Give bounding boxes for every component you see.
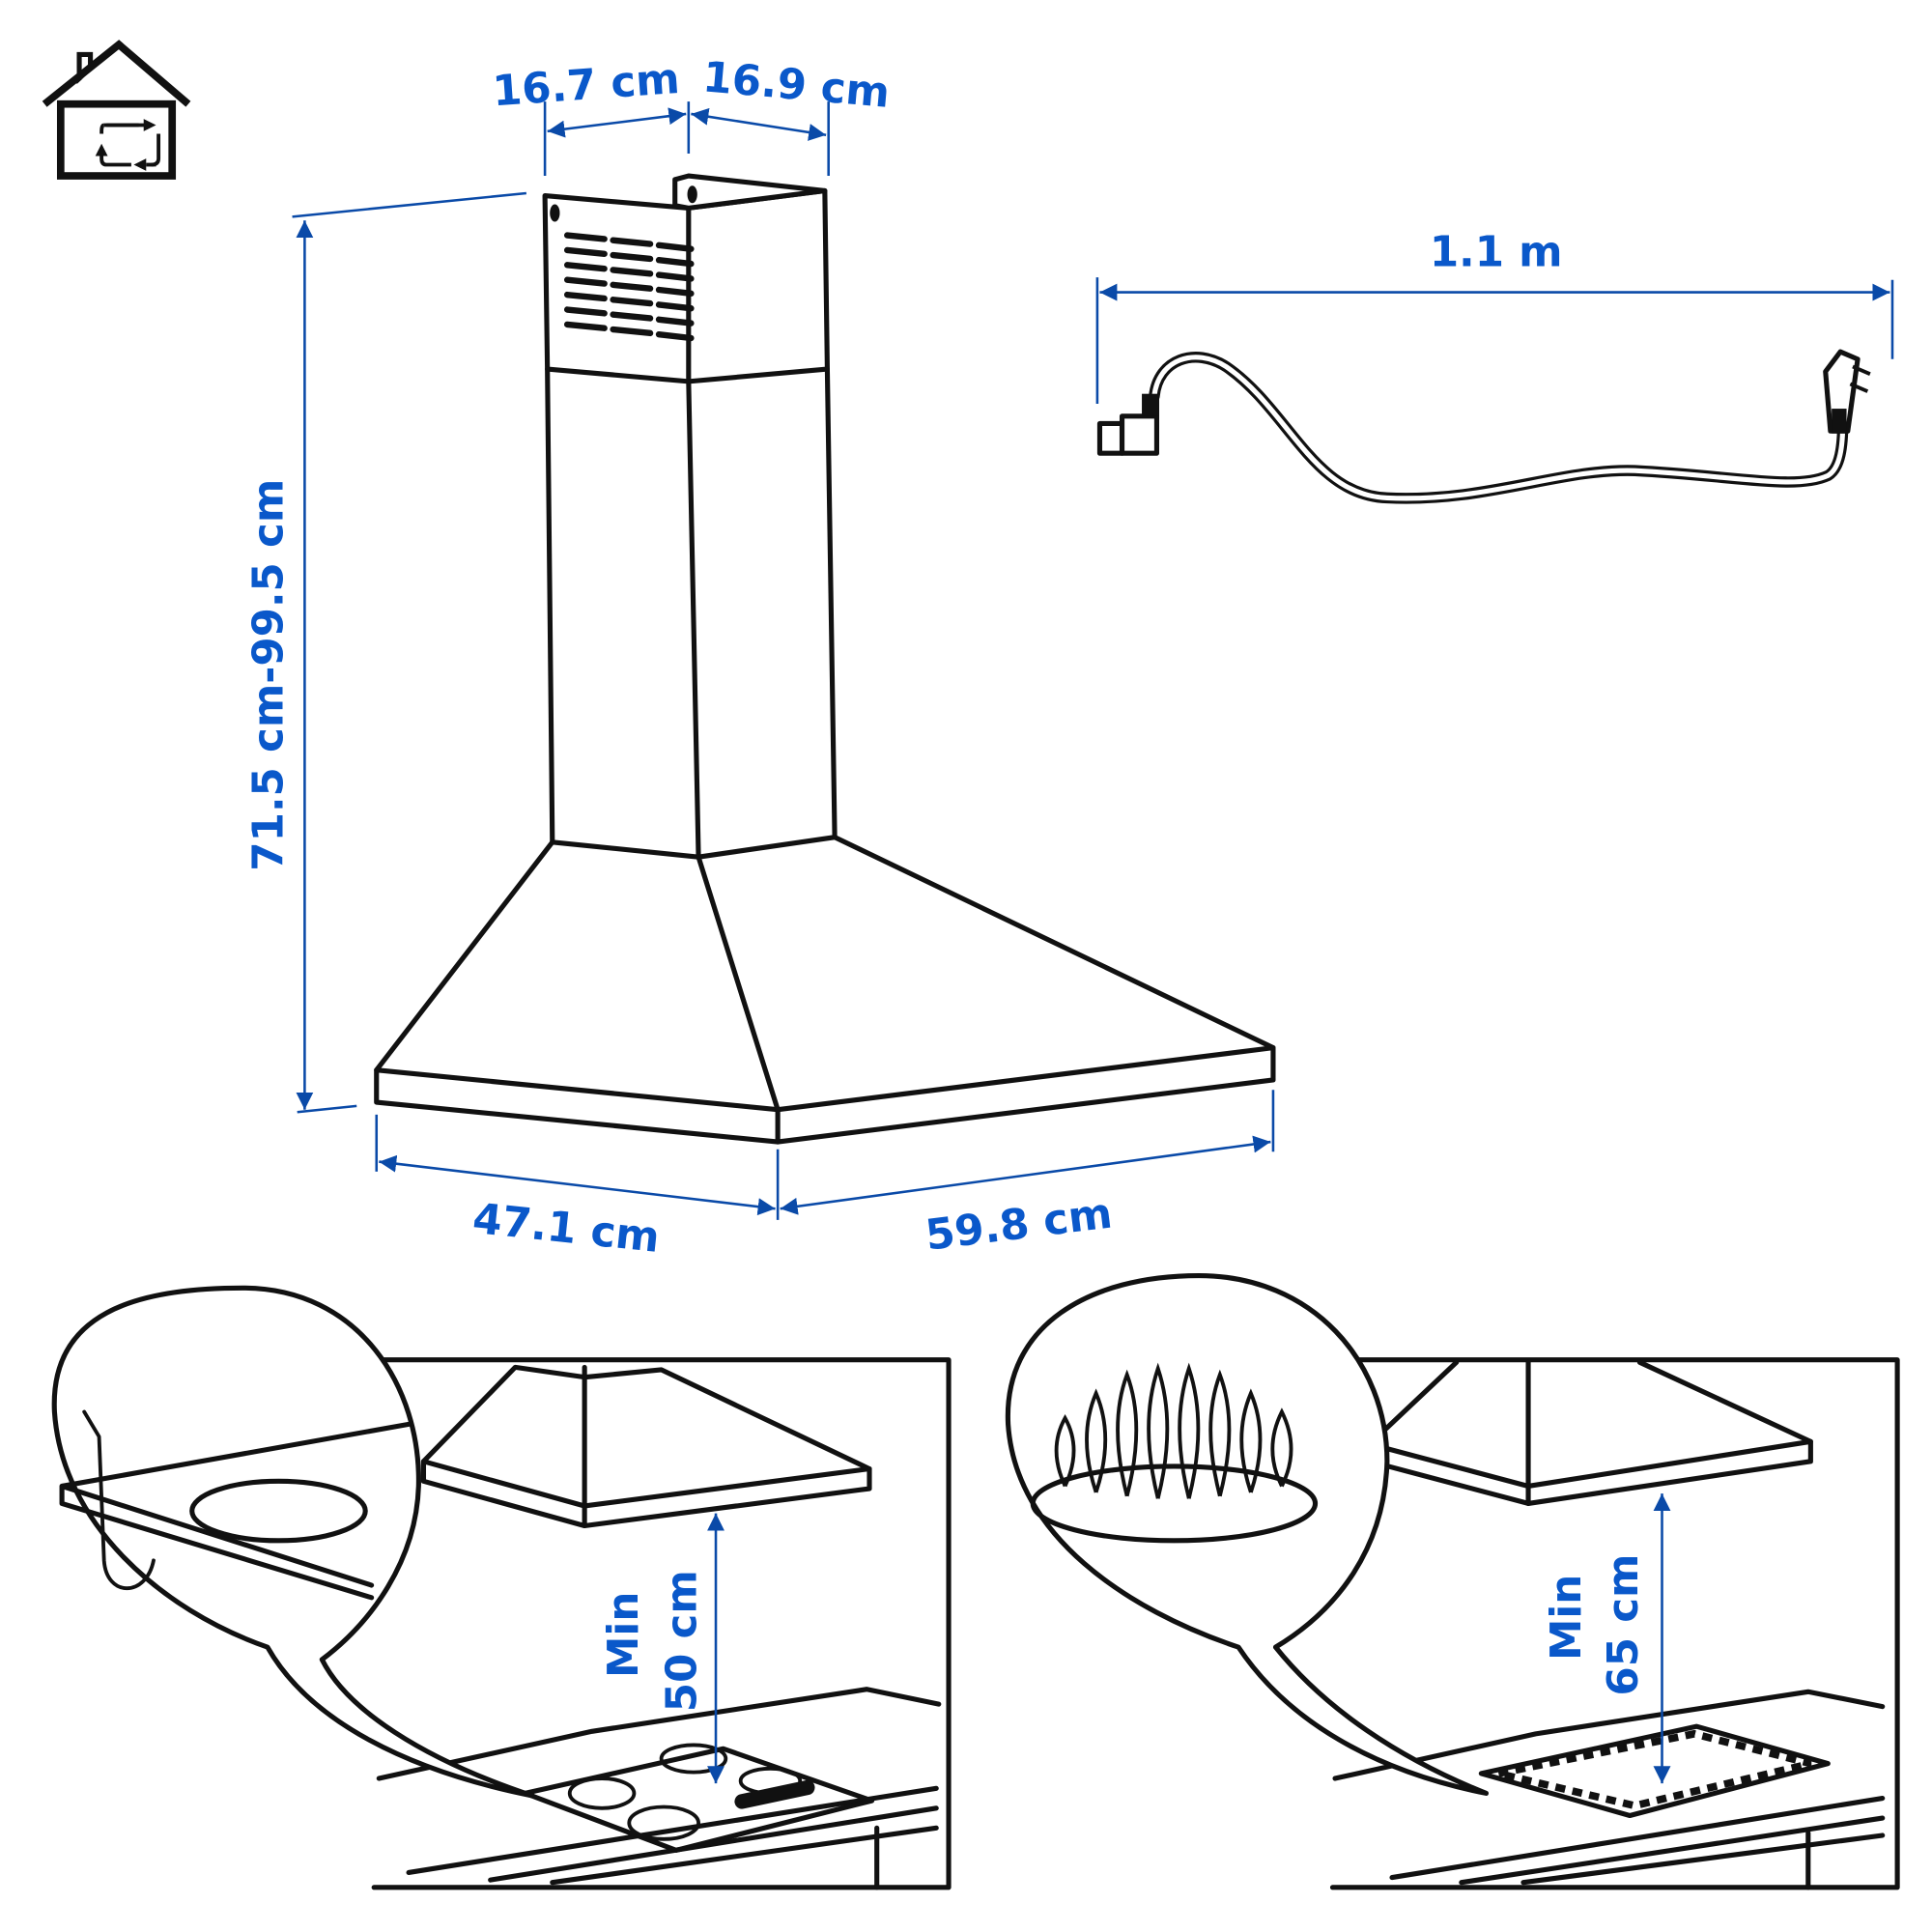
gas-hob-installation-panel bbox=[1006, 1272, 1900, 1890]
cooker-hood-drawing bbox=[374, 173, 1276, 1145]
electric-min-label: Min bbox=[600, 1592, 648, 1678]
dimension-lines bbox=[292, 101, 1894, 1220]
gas-min-label: Min bbox=[1543, 1575, 1591, 1661]
recirculation-house-icon bbox=[42, 40, 191, 180]
cord-length-label: 1.1 m bbox=[1430, 229, 1563, 277]
hood-width-label: 59.8 cm bbox=[923, 1190, 1115, 1261]
chimney-width-label: 16.9 cm bbox=[701, 53, 893, 118]
gas-flame-icon bbox=[1054, 1362, 1293, 1499]
vent-slots bbox=[563, 232, 695, 342]
electric-distance-label: 50 cm bbox=[659, 1570, 707, 1712]
chimney-depth-label: 16.7 cm bbox=[491, 55, 681, 116]
height-range-label: 71.5 cm-99.5 cm bbox=[244, 479, 293, 871]
appliance-connector-icon bbox=[1096, 393, 1160, 456]
gas-distance-label: 65 cm bbox=[1600, 1554, 1648, 1696]
wall-plug-icon bbox=[1823, 349, 1871, 434]
power-cord-drawing bbox=[1096, 349, 1871, 504]
electric-hob-installation-panel bbox=[51, 1285, 952, 1890]
hood-depth-label: 47.1 cm bbox=[470, 1195, 662, 1263]
